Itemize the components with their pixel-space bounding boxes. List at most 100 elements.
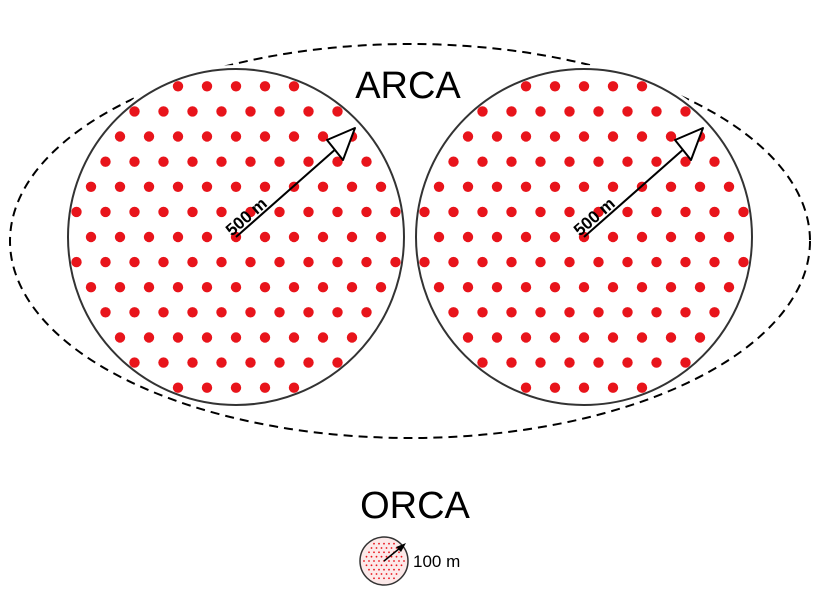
arca-left-detector-unit [259, 282, 271, 293]
arca-right-detector-unit [622, 106, 633, 117]
arca-right-detector-unit [622, 357, 633, 368]
arca-right-detector-unit [680, 256, 691, 268]
arca-right-detector-unit [593, 156, 604, 167]
arca-title-backing [350, 60, 466, 106]
arca-left-detector-unit [303, 357, 314, 368]
arca-right-detector-unit [578, 81, 590, 92]
orca-title: ORCA [360, 485, 470, 527]
arca-left-detector-unit [230, 181, 242, 192]
arca-right-detector-unit [593, 357, 604, 368]
arca-left-detector-unit [71, 256, 82, 268]
radius-arrowhead-right [674, 127, 704, 161]
arca-left-detector-unit [288, 382, 300, 393]
arca-right-detector-unit [622, 206, 633, 218]
arca-right-detector-unit [549, 332, 561, 343]
arca-left-detector-unit [317, 282, 329, 293]
arca-left-detector-unit [245, 156, 256, 167]
arca-left-detector-unit [129, 206, 140, 218]
orca-detector-unit [383, 542, 385, 545]
orca-detector-unit [400, 564, 403, 567]
arca-right-detector-unit [680, 357, 691, 368]
arca-right-detector-unit [694, 231, 706, 243]
arca-right-detector-unit [506, 307, 517, 318]
arca-left-detector-unit [129, 256, 140, 268]
block-boundary-left [67, 68, 405, 406]
arca-right-detector-unit [665, 231, 677, 243]
arca-left-detector-unit [332, 106, 343, 117]
arca-right-detector-unit [506, 106, 517, 117]
orca-detector-unit [375, 555, 378, 558]
arca-right-detector-unit [535, 357, 546, 368]
arca-left-detector-unit [172, 81, 184, 92]
arca-right-detector-unit [520, 231, 532, 243]
arca-left-detector-unit [114, 332, 126, 343]
arca-left-detector-unit [390, 206, 401, 218]
arca-left-detector-unit [245, 256, 256, 268]
arca-left-detector-unit [245, 307, 256, 318]
arca-right-detector-unit [549, 131, 561, 142]
orca-detector-unit [370, 555, 373, 558]
arca-right-detector-unit [694, 282, 706, 293]
orca-detector-unit [373, 577, 375, 580]
arca-left-detector-unit [259, 231, 271, 243]
arca-block-right: 500 m [412, 65, 756, 409]
orca-detector-unit [395, 555, 398, 558]
arca-left-detector-unit [332, 156, 343, 167]
arca-right-detector-unit [622, 256, 633, 268]
arca-left-detector-unit [346, 332, 358, 343]
arca-left-detector-unit [158, 156, 169, 167]
arca-right-detector-unit [709, 256, 720, 268]
arca-right-detector-unit [477, 156, 488, 167]
orca-detector-unit [375, 547, 378, 549]
orca-detector-unit [393, 577, 395, 580]
orca-detector-unit [383, 568, 385, 571]
arca-left-detector-unit [259, 131, 271, 142]
orca-detector-unit [378, 551, 380, 554]
arca-left-detector-unit [230, 282, 242, 293]
arca-right-detector-unit [593, 106, 604, 117]
orca-detector-unit [383, 577, 385, 580]
arca-left-detector-unit [288, 81, 300, 92]
arca-right-detector-unit [607, 332, 619, 343]
arca-left-detector-unit [158, 206, 169, 218]
arca-left-detector-unit [346, 282, 358, 293]
orca-detector-unit [370, 547, 373, 549]
arca-left-detector-unit [274, 357, 285, 368]
arca-left-detector-unit [129, 106, 140, 117]
arca-left-detector-unit [274, 256, 285, 268]
arca-left-detector-unit [303, 307, 314, 318]
arca-left-detector-unit [332, 357, 343, 368]
arca-left-detector-unit [201, 332, 213, 343]
arca-right-detector-unit [709, 307, 720, 318]
orca-detector-unit [378, 568, 380, 571]
arca-right-detector-unit [564, 357, 575, 368]
arca-left-detector-unit [201, 282, 213, 293]
arca-right-detector-unit [578, 282, 590, 293]
arca-left-detector-unit [201, 131, 213, 142]
arca-right-detector-unit [491, 332, 503, 343]
arca-left-detector-unit [172, 382, 184, 393]
arca-left-detector-unit [332, 206, 343, 218]
arca-left-detector-unit [245, 206, 256, 218]
arca-left-detector-unit [172, 131, 184, 142]
arca-left-detector-unit [100, 206, 111, 218]
arca-right-detector-unit [535, 307, 546, 318]
detector-units-left [71, 81, 401, 393]
orca-detector-unit [388, 577, 390, 580]
arca-left-detector-unit [346, 181, 358, 192]
arca-left-detector-unit [85, 181, 97, 192]
arca-right-detector-unit [578, 131, 590, 142]
arca-left-detector-unit [274, 307, 285, 318]
arca-left-detector-unit [216, 307, 227, 318]
orca-detector-unit [398, 568, 400, 571]
arca-right-detector-unit [709, 206, 720, 218]
arca-right-detector-unit [723, 181, 735, 192]
arca-left-detector-unit [230, 332, 242, 343]
arca-left-detector-unit [143, 181, 155, 192]
arca-left-detector-unit [245, 357, 256, 368]
arca-right-detector-unit [520, 282, 532, 293]
arca-right-detector-unit [665, 131, 677, 142]
arca-left-detector-unit [288, 131, 300, 142]
arca-left-detector-unit [158, 256, 169, 268]
arca-right-detector-unit [462, 131, 474, 142]
